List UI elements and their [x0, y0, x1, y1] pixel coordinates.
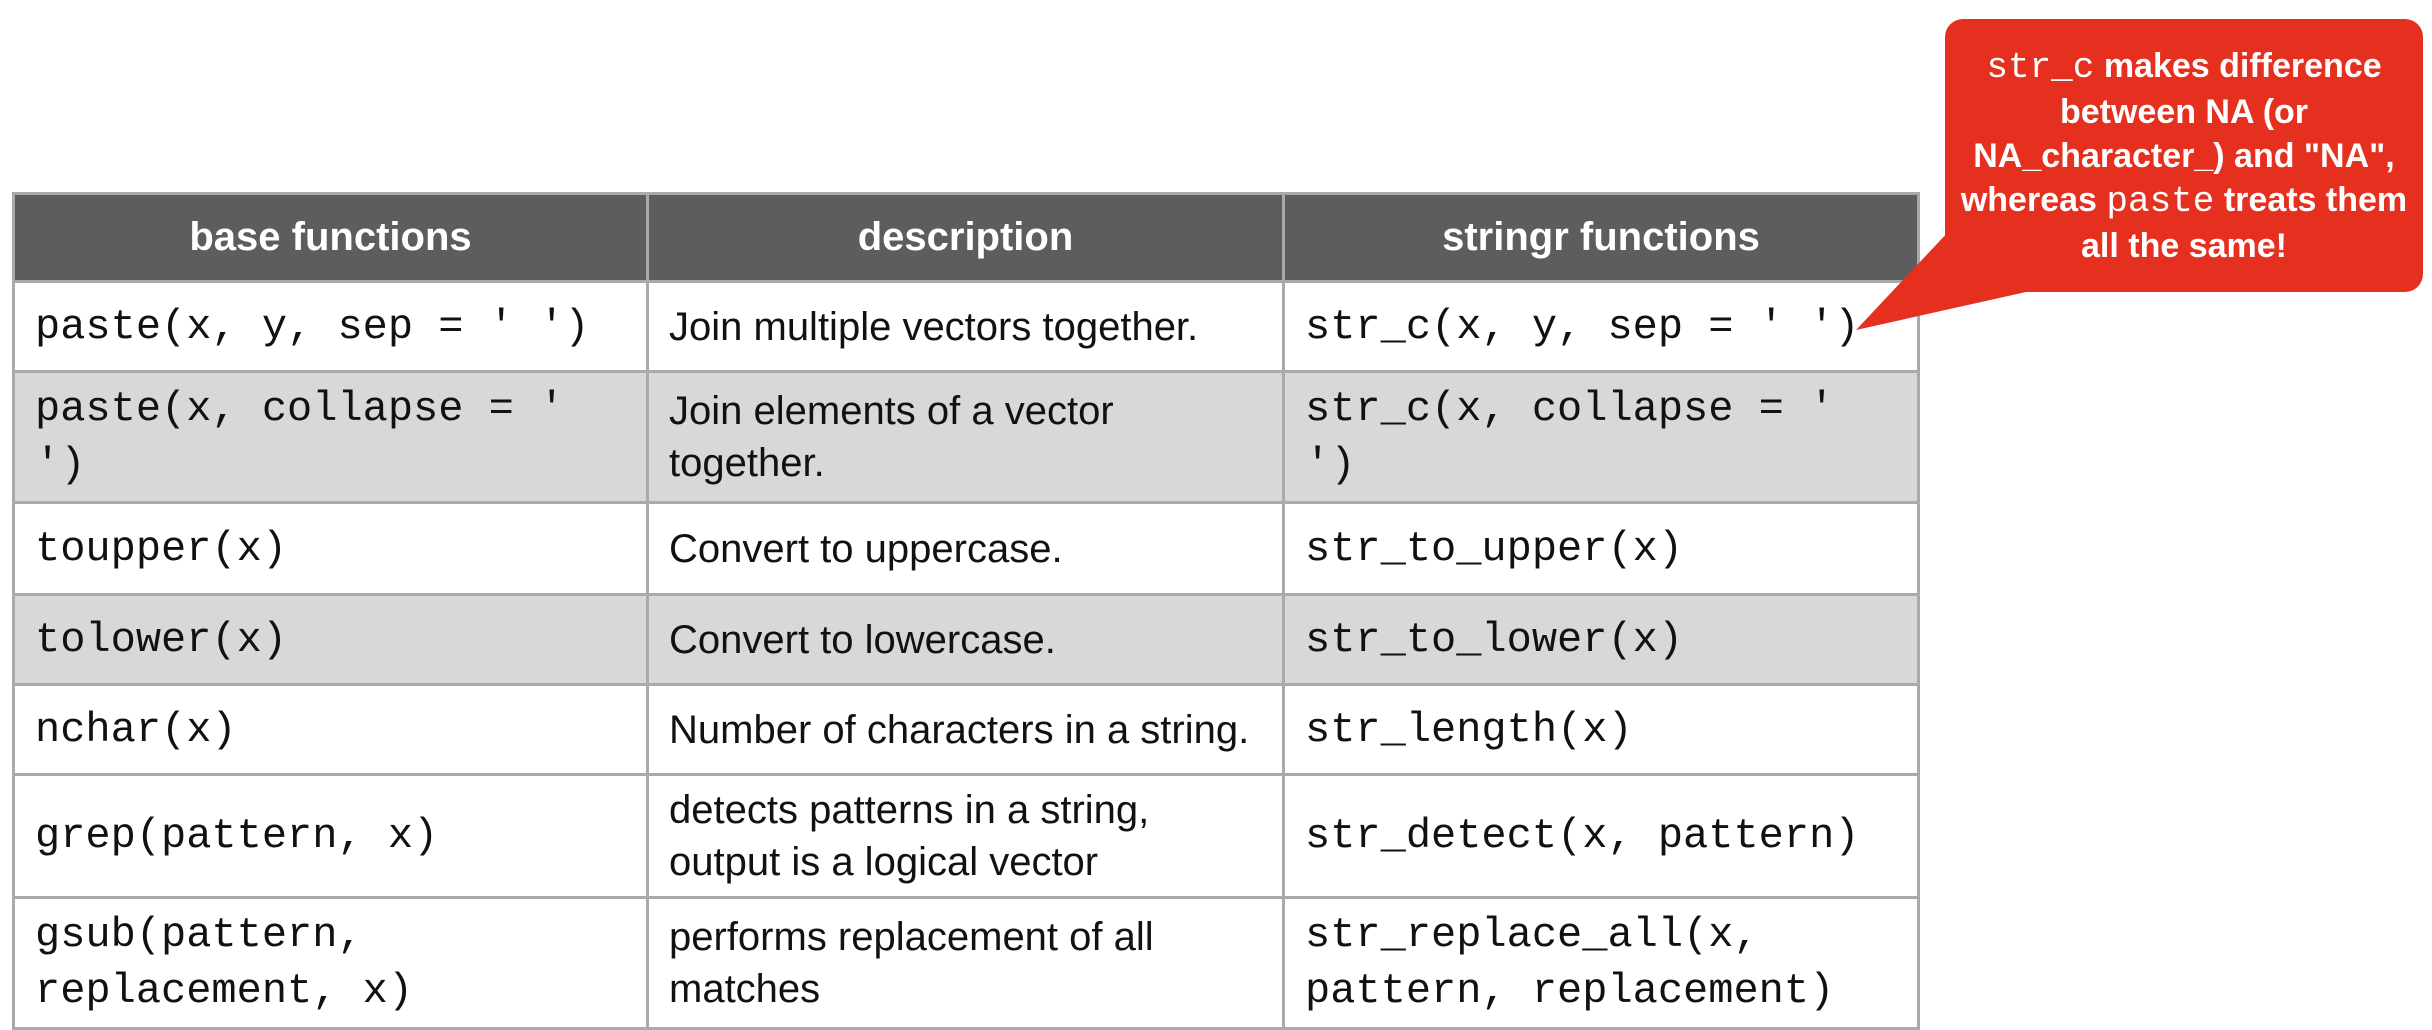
stringr-function-cell: str_to_upper(x): [1282, 501, 1920, 596]
table-row: gsub(pattern, replacement, x)performs re…: [12, 896, 1920, 1030]
table-row: nchar(x)Number of characters in a string…: [12, 683, 1920, 776]
callout-text-segment: makes difference: [2094, 46, 2382, 85]
table-row: paste(x, y, sep = ' ')Join multiple vect…: [12, 280, 1920, 373]
callout-text-segment: treats them: [2214, 180, 2408, 219]
base-function-cell: paste(x, collapse = ' '): [12, 370, 649, 504]
callout-text-segment: NA_character_) and "NA",: [1973, 136, 2395, 175]
callout-code-segment: paste: [2106, 180, 2215, 222]
stringr-function-cell: str_detect(x, pattern): [1282, 773, 1920, 899]
description-cell: performs replacement of all matches: [646, 896, 1285, 1030]
base-function-cell: toupper(x): [12, 501, 649, 596]
description-cell: Convert to lowercase.: [646, 593, 1285, 686]
table-row: tolower(x)Convert to lowercase.str_to_lo…: [12, 593, 1920, 686]
base-function-cell: tolower(x): [12, 593, 649, 686]
callout-line: all the same!: [1961, 224, 2407, 268]
functions-table: base functions description stringr funct…: [12, 192, 1920, 1030]
table-row: paste(x, collapse = ' ')Join elements of…: [12, 370, 1920, 504]
table-row: grep(pattern, x)detects patterns in a st…: [12, 773, 1920, 899]
base-function-cell: paste(x, y, sep = ' '): [12, 280, 649, 373]
stringr-function-cell: str_c(x, y, sep = ' '): [1282, 280, 1920, 373]
callout-line: str_c makes difference: [1961, 44, 2407, 90]
description-cell: Number of characters in a string.: [646, 683, 1285, 776]
table-body: paste(x, y, sep = ' ')Join multiple vect…: [12, 280, 1920, 1030]
header-description: description: [646, 192, 1285, 283]
description-cell: Join elements of a vector together.: [646, 370, 1285, 504]
callout-text-segment: all the same!: [2081, 226, 2287, 265]
base-function-cell: nchar(x): [12, 683, 649, 776]
callout-line: between NA (or: [1961, 90, 2407, 134]
base-function-cell: grep(pattern, x): [12, 773, 649, 899]
callout-text-segment: whereas: [1960, 180, 2107, 219]
stringr-function-cell: str_to_lower(x): [1282, 593, 1920, 686]
base-function-cell: gsub(pattern, replacement, x): [12, 896, 649, 1030]
stringr-function-cell: str_c(x, collapse = ' '): [1282, 370, 1920, 504]
callout-code-segment: str_c: [1986, 46, 2095, 88]
callout-text-segment: between NA (or: [2059, 92, 2309, 131]
callout-line: whereas paste treats them: [1961, 178, 2407, 224]
header-stringr-functions: stringr functions: [1282, 192, 1920, 283]
description-cell: Join multiple vectors together.: [646, 280, 1285, 373]
callout-line: NA_character_) and "NA",: [1961, 134, 2407, 178]
table-row: toupper(x)Convert to uppercase.str_to_up…: [12, 501, 1920, 596]
header-base-functions: base functions: [12, 192, 649, 283]
stringr-function-cell: str_replace_all(x, pattern, replacement): [1282, 896, 1920, 1030]
table-header: base functions description stringr funct…: [12, 192, 1920, 283]
header-row: base functions description stringr funct…: [12, 192, 1920, 283]
slide: base functions description stringr funct…: [12, 19, 2423, 1030]
stringr-function-cell: str_length(x): [1282, 683, 1920, 776]
description-cell: detects patterns in a string, output is …: [646, 773, 1285, 899]
description-cell: Convert to uppercase.: [646, 501, 1285, 596]
